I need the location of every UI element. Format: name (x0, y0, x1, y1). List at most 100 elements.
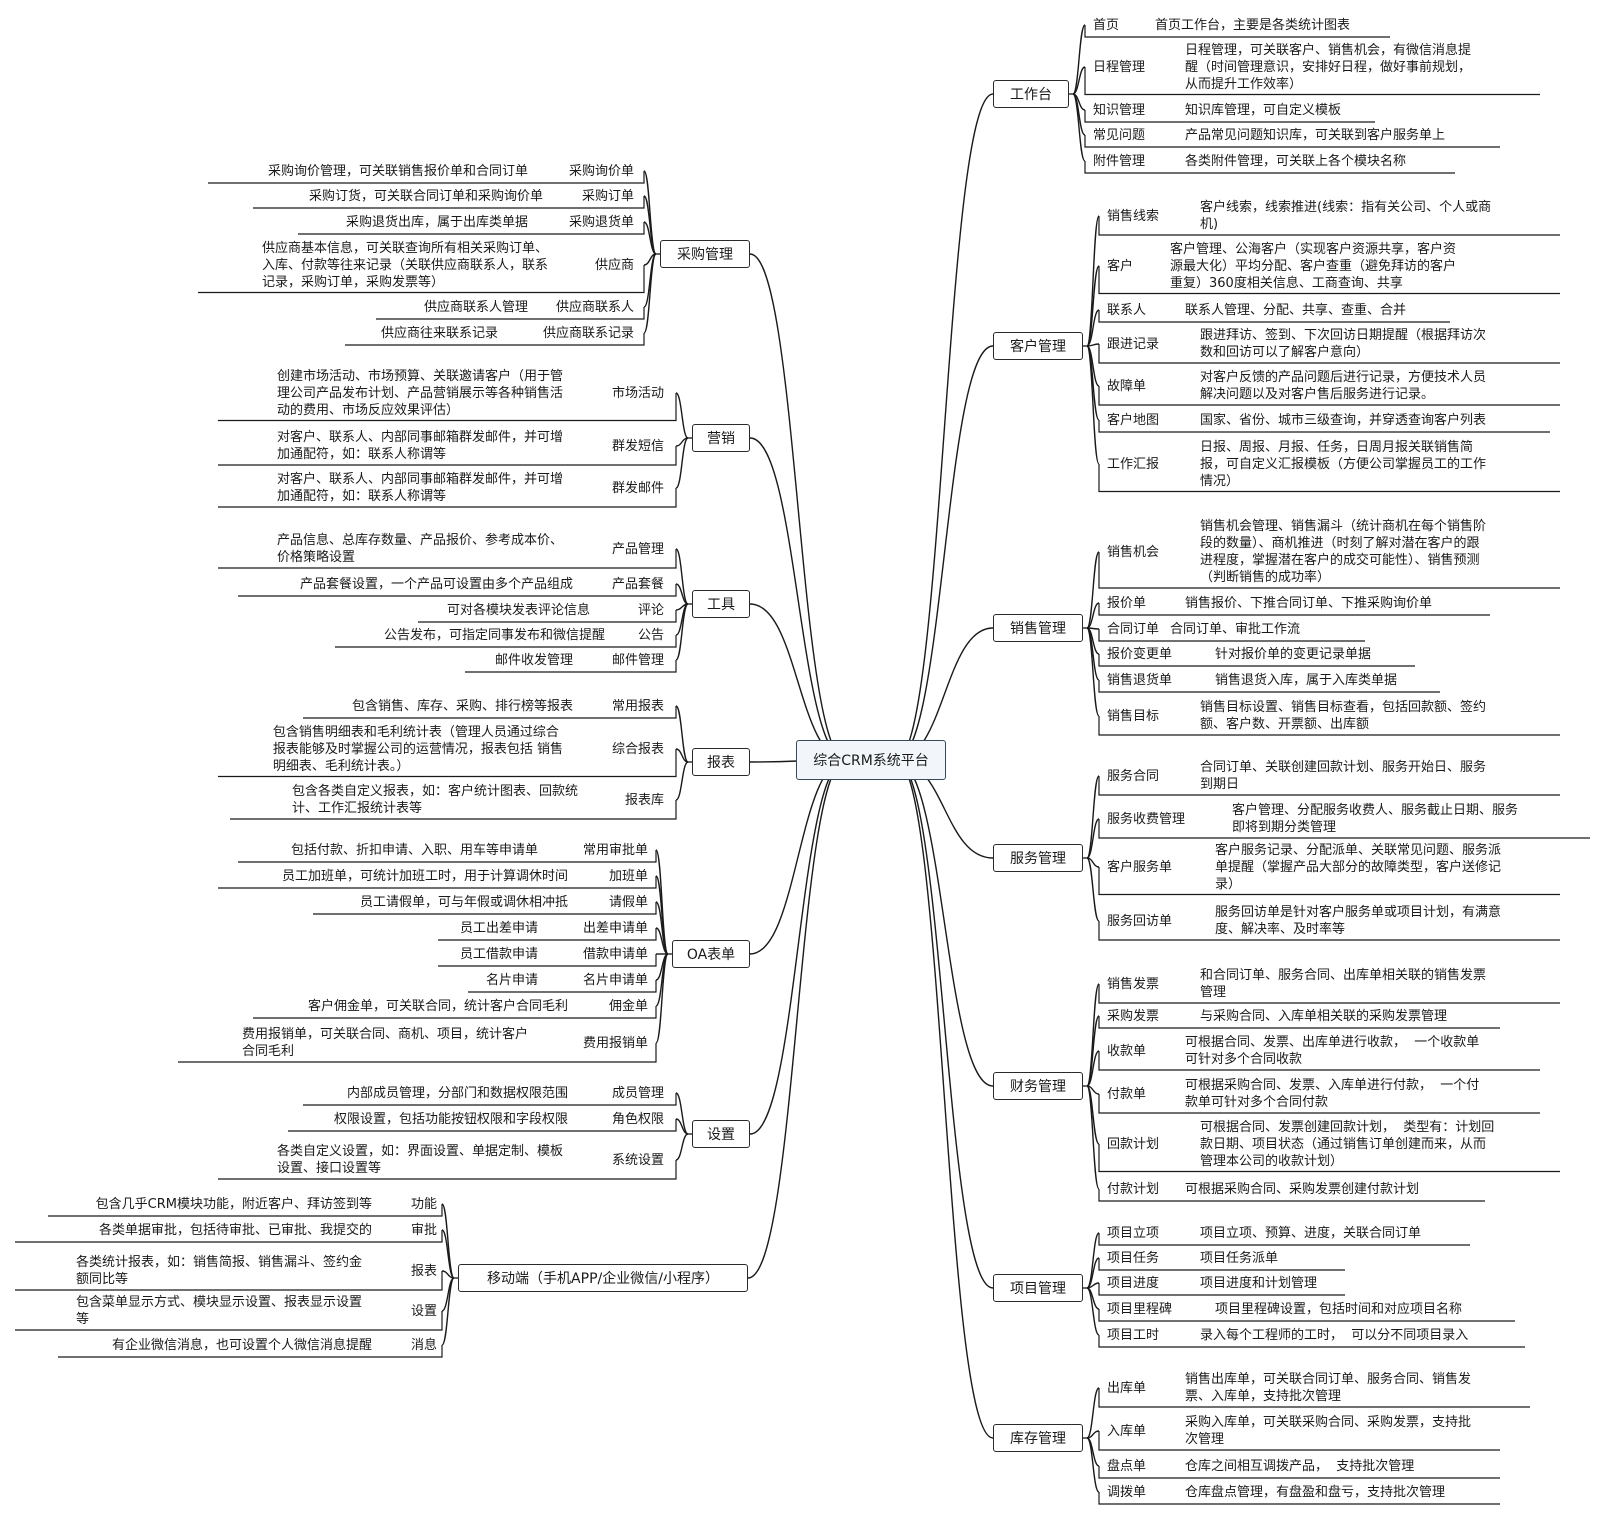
branch-node[interactable]: 工具 (692, 590, 750, 618)
connector-curve (675, 1133, 689, 1161)
branch-node[interactable]: 项目管理 (993, 1274, 1083, 1302)
item-name: 供应商 (594, 257, 634, 273)
item-underline (218, 393, 677, 422)
item-name: 收款单 (1107, 1043, 1147, 1059)
item-desc: 跟进拜访、签到、下次回访日期提醒（根据拜访次 数和回访可以了解客户意向） (1200, 328, 1487, 360)
item-name: 借款申请单 (582, 946, 648, 962)
item-desc: 针对报价单的变更记录单据 (1215, 646, 1372, 662)
connector-curve (1086, 1437, 1100, 1493)
item-desc: 各类附件管理，可关联上各个模块名称 (1185, 153, 1407, 169)
connector-curve (1086, 1085, 1100, 1190)
item-name: 付款计划 (1107, 1181, 1160, 1197)
item-name: 附件管理 (1093, 153, 1146, 169)
item-underline (345, 333, 645, 346)
branch-node[interactable]: 设置 (692, 1120, 750, 1148)
item-underline (1098, 420, 1550, 433)
item-name: 客户服务单 (1107, 859, 1173, 875)
branch-node[interactable]: 客户管理 (993, 332, 1083, 360)
connector-curve (1086, 818, 1100, 859)
item-underline (1098, 654, 1415, 667)
connector-curve (441, 1229, 455, 1279)
item-underline (1098, 819, 1590, 839)
item-name: 客户地图 (1107, 412, 1160, 428)
item-underline (15, 1271, 443, 1291)
item-underline (1098, 1233, 1470, 1246)
item-underline (1098, 603, 1490, 616)
item-desc: 销售报价、下推合同订单、下推采购询价单 (1185, 595, 1433, 611)
item-desc: 销售出库单，可关联合同订单、服务合同、销售发 票、入库单，支持批次管理 (1185, 1372, 1472, 1404)
connector-curve (643, 253, 657, 334)
branch-node[interactable]: 采购管理 (660, 240, 750, 268)
item-desc: 名片申请 (485, 972, 538, 988)
connector-curve (1072, 66, 1086, 95)
item-desc: 产品套餐设置，一个产品可设置由多个产品组成 (299, 576, 573, 592)
branch-node[interactable]: 服务管理 (993, 844, 1083, 872)
item-name: 回款计划 (1107, 1136, 1160, 1152)
item-name: 服务回访单 (1107, 913, 1173, 929)
branch-node[interactable]: 移动端（手机APP/企业微信/小程序） (458, 1264, 748, 1292)
item-underline (335, 635, 677, 648)
item-name: 常用审批单 (582, 842, 648, 858)
item-name: 故障单 (1107, 378, 1147, 394)
connector-curve (895, 93, 994, 761)
item-name: 采购订单 (581, 188, 634, 204)
item-desc: 公告发布，可指定同事发布和微信提醒 (383, 627, 605, 643)
item-underline (1098, 464, 1560, 493)
item-underline (1098, 1466, 1500, 1479)
item-name: 常见问题 (1093, 127, 1146, 143)
item-desc: 对客户、联系人、内部同事邮箱群发邮件，并可增 加通配符，如：联系人称谓等 (276, 472, 563, 504)
item-desc: 客户管理、分配服务收费人、服务截止日期、服务 即将到期分类管理 (1232, 803, 1519, 835)
item-name: 销售发票 (1107, 976, 1160, 992)
item-desc: 包含菜单显示方式、模块显示设置、报表显示设置 等 (75, 1295, 362, 1327)
item-desc: 有企业微信消息，也可设置个人微信消息提醒 (111, 1337, 372, 1353)
item-name: 报表 (410, 1263, 437, 1279)
item-underline (1084, 135, 1500, 148)
branch-node[interactable]: OA表单 (672, 940, 750, 968)
item-desc: 供应商联系人管理 (423, 299, 528, 315)
branch-node[interactable]: 库存管理 (993, 1424, 1083, 1452)
item-name: 供应商联系记录 (542, 325, 634, 341)
item-name: 项目任务 (1107, 1250, 1160, 1266)
item-name: 销售机会 (1107, 544, 1160, 560)
branch-node[interactable]: 营销 (692, 424, 750, 452)
item-name: 名片申请单 (582, 972, 648, 988)
item-underline (1098, 1431, 1500, 1451)
item-underline (303, 1093, 677, 1106)
item-desc: 知识库管理，可自定义模板 (1185, 102, 1342, 118)
item-name: 合同订单 (1107, 621, 1160, 637)
item-underline (468, 980, 657, 993)
item-underline (230, 800, 677, 820)
item-underline (1098, 386, 1560, 406)
connector-curve (1086, 309, 1100, 347)
item-underline (218, 549, 677, 569)
item-name: 费用报销单 (582, 1035, 648, 1051)
center-node[interactable]: 综合CRM系统平台 (796, 740, 946, 780)
item-underline (48, 1204, 443, 1217)
branch-node[interactable]: 销售管理 (993, 614, 1083, 642)
connector-curve (675, 748, 689, 763)
branch-node[interactable]: 财务管理 (993, 1072, 1083, 1100)
connector-curve (1086, 345, 1100, 465)
connector-curve (655, 953, 669, 1044)
branch-node[interactable]: 工作台 (993, 80, 1069, 108)
item-underline (218, 488, 677, 508)
item-name: 成员管理 (611, 1085, 664, 1101)
item-underline (218, 1160, 677, 1180)
item-desc: 包含几乎CRM模块功能，附近客户、拜访签到等 (95, 1196, 372, 1212)
item-desc: 包括付款、折扣申请、入职、用车等申请单 (290, 842, 538, 858)
item-name: 销售线索 (1107, 208, 1160, 224)
item-underline (1084, 67, 1540, 96)
item-underline (303, 706, 677, 719)
item-name: 请假单 (608, 894, 648, 910)
item-underline (1098, 716, 1560, 736)
item-desc: 产品信息、总库存数量、产品报价、参考成本价、 价格策略设置 (276, 533, 563, 565)
item-name: 入库单 (1107, 1423, 1147, 1439)
item-desc: 和合同订单、服务合同、出库单相关联的销售发票 管理 (1200, 968, 1487, 1000)
item-desc: 产品常见问题知识库，可关联到客户服务单上 (1185, 127, 1446, 143)
connector-curve (441, 1203, 455, 1279)
item-name: 设置 (410, 1303, 437, 1319)
item-name: 跟进记录 (1107, 336, 1160, 352)
item-underline (1084, 161, 1455, 174)
item-underline (465, 660, 677, 673)
branch-node[interactable]: 报表 (692, 748, 750, 776)
